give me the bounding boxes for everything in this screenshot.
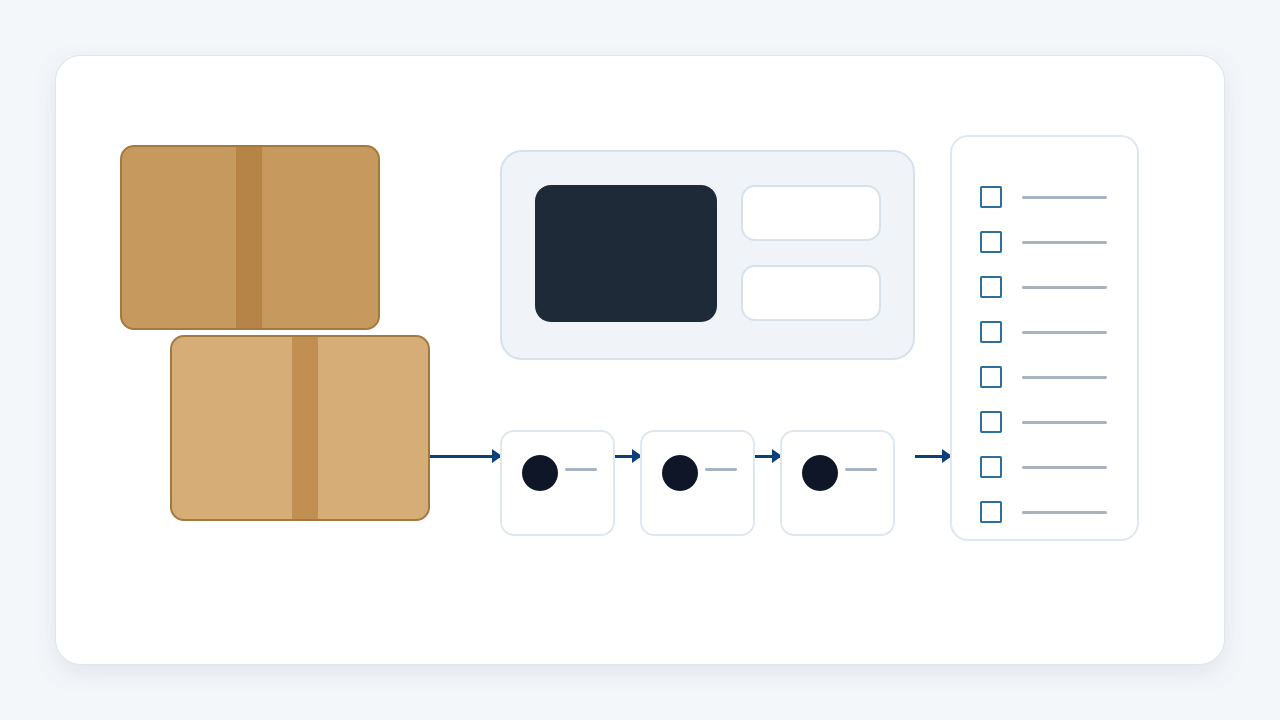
checklist-item: [980, 276, 1110, 300]
terminal-panel: [500, 150, 915, 360]
checklist-item: [980, 186, 1110, 210]
process-step-3: [780, 430, 895, 536]
checkbox-icon: [980, 321, 1002, 343]
cardboard-box-back-icon: [120, 145, 380, 330]
checklist-item: [980, 231, 1110, 255]
checklist-item: [980, 501, 1110, 525]
checkbox-icon: [980, 366, 1002, 388]
checklist-item: [980, 456, 1110, 480]
circle-dot-icon: [522, 455, 558, 491]
checklist-item: [980, 411, 1110, 435]
checklist-line: [1022, 286, 1107, 289]
panel-field-1: [741, 185, 881, 241]
checklist-item: [980, 321, 1110, 345]
arrow-box-to-step-1: [430, 449, 502, 463]
checklist-line: [1022, 331, 1107, 334]
arrow-step-1-to-2: [615, 449, 642, 463]
process-step-2: [640, 430, 755, 536]
checkbox-icon: [980, 456, 1002, 478]
circle-dot-icon: [662, 455, 698, 491]
process-step-1: [500, 430, 615, 536]
checklist-line: [1022, 241, 1107, 244]
checkbox-icon: [980, 186, 1002, 208]
checkbox-icon: [980, 411, 1002, 433]
circle-dot-icon: [802, 455, 838, 491]
step-line: [845, 468, 877, 471]
checklist-panel: [950, 135, 1139, 541]
box-tape: [236, 147, 262, 328]
arrow-step-2-to-3: [755, 449, 782, 463]
checklist-item: [980, 366, 1110, 390]
checklist-line: [1022, 196, 1107, 199]
checkbox-icon: [980, 276, 1002, 298]
checkbox-icon: [980, 231, 1002, 253]
checklist-line: [1022, 466, 1107, 469]
dark-screen: [535, 185, 717, 322]
checklist-line: [1022, 511, 1107, 514]
cardboard-box-front-icon: [170, 335, 430, 521]
checklist-line: [1022, 376, 1107, 379]
checklist-line: [1022, 421, 1107, 424]
step-line: [705, 468, 737, 471]
step-line: [565, 468, 597, 471]
box-tape: [292, 337, 318, 519]
arrow-step-3-to-checklist: [915, 449, 952, 463]
panel-field-2: [741, 265, 881, 321]
checkbox-icon: [980, 501, 1002, 523]
